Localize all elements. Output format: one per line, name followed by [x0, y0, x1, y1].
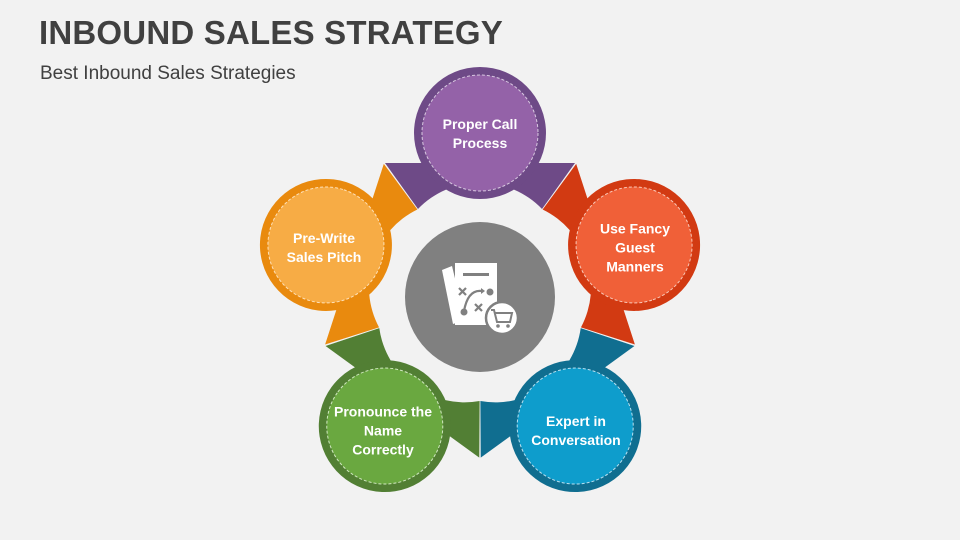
item-label-expert-in-conversation: Expert in Conversation — [531, 413, 621, 448]
strategy-plan-cart-icon — [442, 263, 520, 336]
page-subtitle: Best Inbound Sales Strategies — [40, 63, 296, 84]
page-title: INBOUND SALES STRATEGY — [39, 14, 503, 51]
petal-proper-call-process — [385, 67, 575, 209]
petal-pre-write-sales-pitch — [259, 158, 428, 359]
petal-expert-in-conversation — [453, 308, 646, 493]
item-label-proper-call-process: Proper Call Process — [442, 116, 518, 151]
item-label-pre-write-sales-pitch: Pre-Write Sales Pitch — [286, 230, 362, 265]
item-label-use-fancy-guest-manners: Use Fancy Guest Manners — [599, 220, 671, 275]
petal-use-fancy-guest-manners — [532, 158, 701, 359]
petal-pronounce-the-name-correctly — [314, 308, 507, 493]
item-label-pronounce-the-name-correctly: Pronounce the Name Correctly — [333, 403, 432, 458]
